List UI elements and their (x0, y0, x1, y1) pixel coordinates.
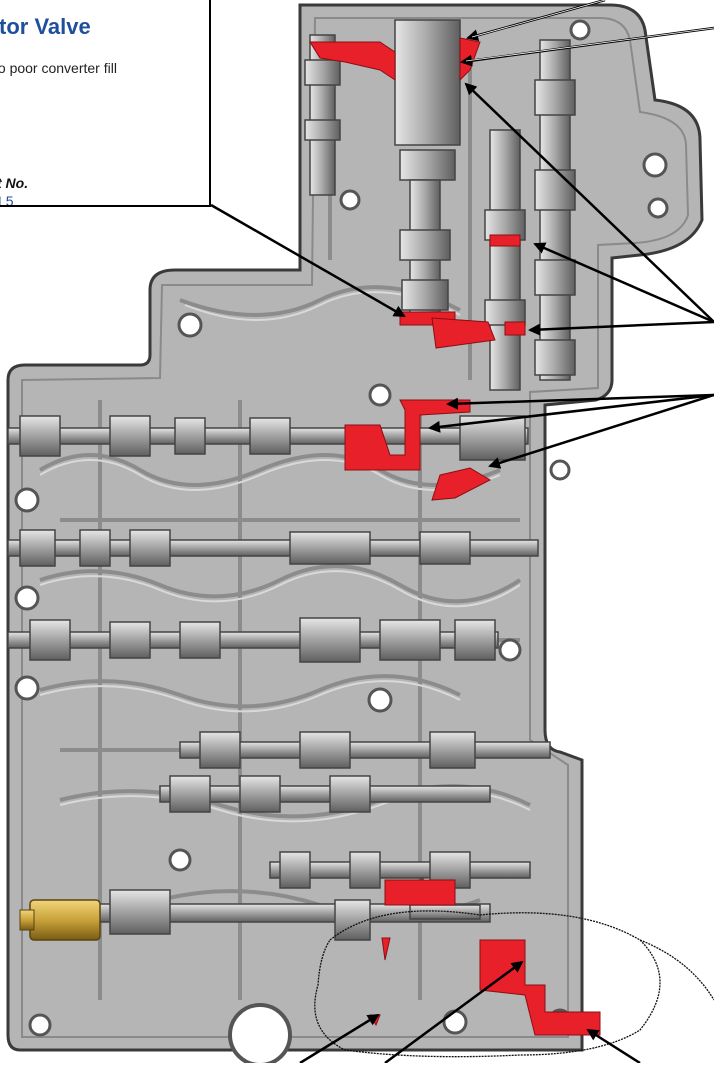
part-number-value: L5 (0, 193, 14, 207)
highlighted-passages (309, 37, 601, 1036)
callout-box: tor Valve to poor converter fill t No. L… (0, 0, 211, 207)
callout-title: tor Valve (0, 14, 91, 39)
callout-description: to poor converter fill (0, 60, 117, 76)
arrow-highlights (465, 0, 714, 62)
vertical-valves (304, 19, 576, 391)
circled-region (314, 910, 714, 1058)
part-number-label: t No. (0, 175, 29, 191)
horizontal-valves (7, 415, 551, 941)
solenoid-connector (19, 899, 101, 941)
